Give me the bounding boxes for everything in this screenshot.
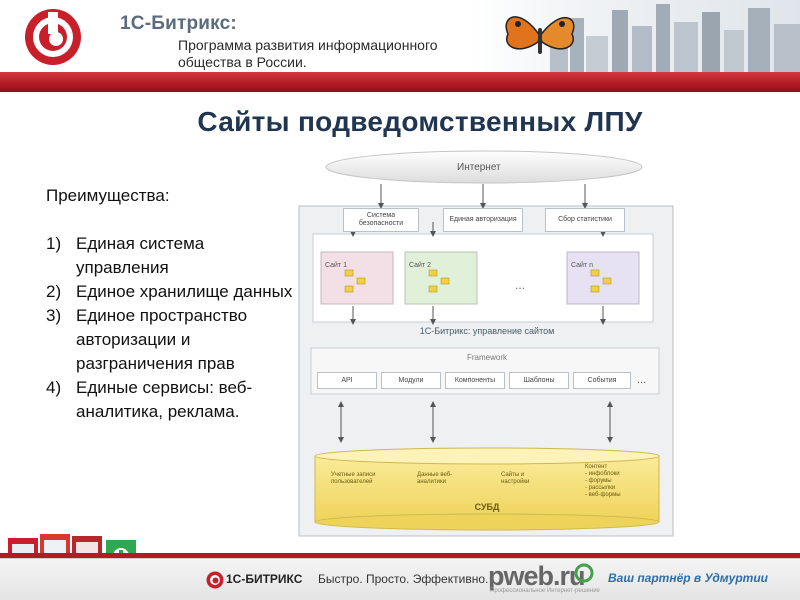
partner-text: Ваш партнёр в Удмуртии: [608, 571, 768, 585]
list-item-text: Единое хранилище данных: [76, 282, 293, 301]
program-line-2: общества в России.: [178, 54, 307, 70]
header-red-strip: [0, 72, 800, 92]
diagram-shapes: [298, 150, 674, 537]
authorization-box: Единая авторизация: [443, 208, 523, 232]
framework-label: Framework: [466, 353, 507, 362]
footer: 1С-БИТРИКС Быстро. Просто. Эффективно. p…: [0, 558, 800, 600]
db-content-block: Контент - инфоблоки - форумы - рассылки …: [585, 464, 645, 499]
advantages-heading: Преимущества:: [46, 186, 170, 205]
framework-item-templates: Шаблоны: [509, 372, 569, 389]
butterfly-icon: [505, 16, 575, 54]
list-item-number: 1): [46, 234, 62, 253]
framework-item-components: Компоненты: [445, 372, 505, 389]
footer-brand: 1С-БИТРИКС: [226, 572, 303, 586]
internet-label: Интернет: [457, 162, 501, 173]
framework-item-events: События: [573, 372, 631, 389]
program-subtitle: Программа развития информационного общес…: [178, 37, 518, 71]
platform-label: 1С-Битрикс: управление сайтом: [419, 326, 555, 336]
program-line-1: Программа развития информационного: [178, 37, 438, 53]
db-item-users: Учетные записи пользователей: [331, 472, 376, 485]
site-label-1: Сайт 1: [325, 262, 347, 269]
db-content-item: - рассылки: [585, 485, 616, 491]
bitrix-footer-logo-icon: [206, 571, 224, 589]
list-item: 2) Единое хранилище данных: [46, 280, 296, 304]
list-item-text: Единая система управления: [76, 234, 205, 277]
database-bottom: [314, 513, 660, 531]
advantages-list: 1) Единая система управления 2) Единое хра…: [46, 232, 296, 424]
site-label-2: Сайт 2: [409, 262, 431, 269]
framework-item-modules: Модули: [381, 372, 441, 389]
internet-cloud: [325, 150, 643, 184]
db-content-title: Контент: [585, 464, 608, 470]
db-content-item: - инфоблоки: [585, 471, 620, 477]
database-top: [314, 447, 660, 465]
pweb-subtitle: Профессиональное Интернет-решение: [490, 588, 600, 594]
db-item-sites: Сайты и настройки: [501, 472, 530, 485]
pweb-circle-icon: [574, 563, 594, 583]
security-box: Система безопасности: [343, 208, 419, 232]
list-item-number: 4): [46, 378, 62, 397]
db-label: СУБД: [474, 502, 500, 512]
list-item-text: Единое пространство авторизации и разгра…: [76, 306, 248, 373]
list-item: 4) Единые сервисы: веб-аналитика, реклама…: [46, 376, 296, 424]
db-content-item: - веб-формы: [585, 492, 621, 498]
list-item: 3) Единое пространство авторизации и разг…: [46, 304, 296, 376]
header: 1С-Битрикс: Программа развития информаци…: [0, 0, 800, 92]
brand-title: 1С-Битрикс:: [120, 13, 237, 34]
architecture-diagram: Интернет Система безопасности Единая авт…: [297, 150, 677, 538]
framework-item-api: API: [317, 372, 377, 389]
statistics-box: Сбор статистики: [545, 208, 625, 232]
db-item-analytics: Данные веб-аналитики: [417, 472, 453, 485]
slide-title: Сайты подведомственных ЛПУ: [197, 106, 643, 137]
footer-slogan: Быстро. Просто. Эффективно.: [318, 572, 489, 586]
footer-red-line: [0, 553, 800, 558]
pweb-logo: pweb.ru: [488, 561, 586, 591]
list-item: 1) Единая система управления: [46, 232, 296, 280]
list-item-text: Единые сервисы: веб-аналитика, реклама.: [76, 378, 253, 421]
framework-ellipsis: ...: [637, 374, 647, 386]
list-item-number: 2): [46, 282, 62, 301]
db-content-item: - форумы: [585, 478, 612, 484]
database-cylinder: [314, 455, 660, 523]
bitrix-logo-icon: [25, 9, 81, 65]
list-item-number: 3): [46, 306, 62, 325]
sites-ellipsis: ...: [515, 278, 526, 292]
advantages-block: Преимущества: 1) Единая система управлени…: [46, 184, 296, 424]
site-label-n: Сайт n: [571, 262, 593, 269]
